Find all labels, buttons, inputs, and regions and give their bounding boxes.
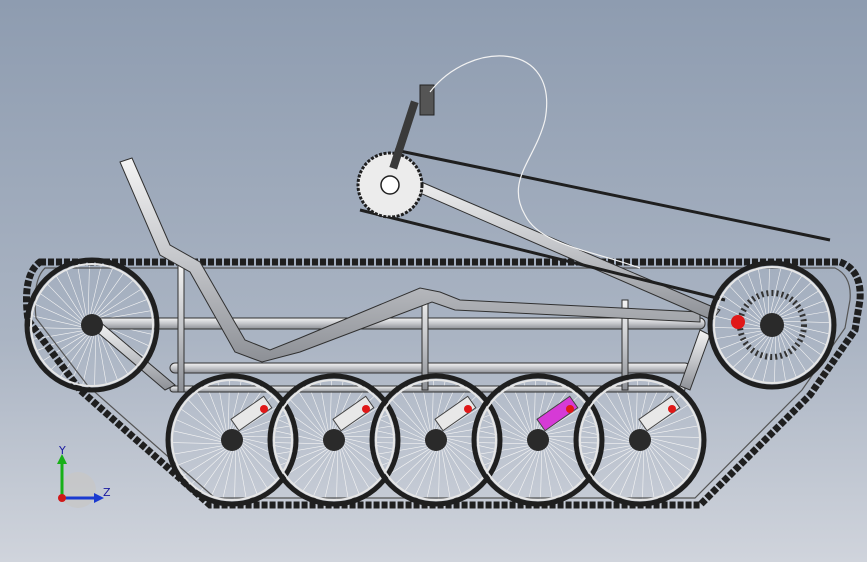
- road-wheel-highlighted[interactable]: [471, 373, 605, 507]
- road-wheel[interactable]: [573, 373, 707, 507]
- track-belt: [23, 258, 864, 509]
- drive-chain: [359, 148, 831, 302]
- triad-backdrop: [60, 472, 96, 508]
- road-wheel[interactable]: [165, 373, 299, 507]
- z-axis-label: Z: [103, 486, 111, 499]
- chainring[interactable]: [356, 84, 435, 219]
- road-wheel[interactable]: [267, 373, 401, 507]
- road-wheels: [165, 373, 707, 507]
- axis-triad: Y Z: [57, 444, 111, 508]
- drive-wheel[interactable]: [707, 260, 837, 390]
- road-wheel[interactable]: [369, 373, 503, 507]
- triad-origin: [58, 494, 66, 502]
- y-axis-arrowhead: [57, 454, 67, 464]
- z-axis-arrowhead: [94, 493, 104, 503]
- wheel-spokes: [173, 381, 291, 499]
- brake-cable: [429, 55, 641, 269]
- idler-wheel[interactable]: [24, 257, 160, 393]
- y-axis-label: Y: [58, 444, 66, 457]
